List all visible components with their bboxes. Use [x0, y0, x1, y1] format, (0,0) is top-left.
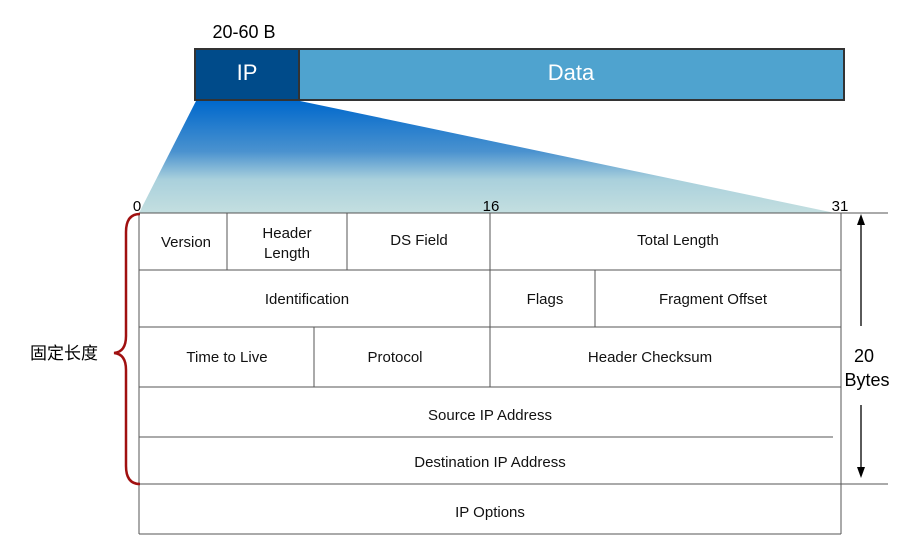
- field-flags: Flags: [527, 291, 564, 308]
- header-grid: [138, 212, 888, 535]
- field-identification: Identification: [265, 291, 349, 308]
- fixed-length-label: 固定长度: [30, 344, 98, 363]
- size-label: 20-60 B: [212, 22, 275, 42]
- zoom-fan: [139, 101, 835, 213]
- bit-marker-16: 16: [483, 198, 500, 215]
- field-protocol: Protocol: [367, 349, 422, 366]
- field-header-length-2: Length: [264, 245, 310, 262]
- brace: [113, 212, 141, 486]
- bit-marker-0: 0: [133, 198, 141, 215]
- field-destination-ip: Destination IP Address: [414, 454, 565, 471]
- field-ttl: Time to Live: [186, 349, 267, 366]
- size-unit: Bytes: [844, 370, 889, 390]
- ip-label: IP: [237, 60, 258, 85]
- field-ip-options: IP Options: [455, 504, 525, 521]
- data-box: [298, 48, 845, 101]
- data-label: Data: [548, 60, 595, 85]
- field-fragment-offset: Fragment Offset: [659, 291, 768, 308]
- field-version: Version: [161, 234, 211, 251]
- arrow-down-icon: [857, 467, 865, 478]
- ip-box: [194, 48, 300, 101]
- field-header-length-1: Header: [262, 225, 311, 242]
- field-ds: DS Field: [390, 232, 448, 249]
- field-source-ip: Source IP Address: [428, 407, 552, 424]
- field-total-length: Total Length: [637, 232, 719, 249]
- size-number: 20: [854, 346, 874, 366]
- field-checksum: Header Checksum: [588, 349, 712, 366]
- arrow-up-icon: [857, 214, 865, 225]
- bit-marker-31: 31: [832, 198, 849, 215]
